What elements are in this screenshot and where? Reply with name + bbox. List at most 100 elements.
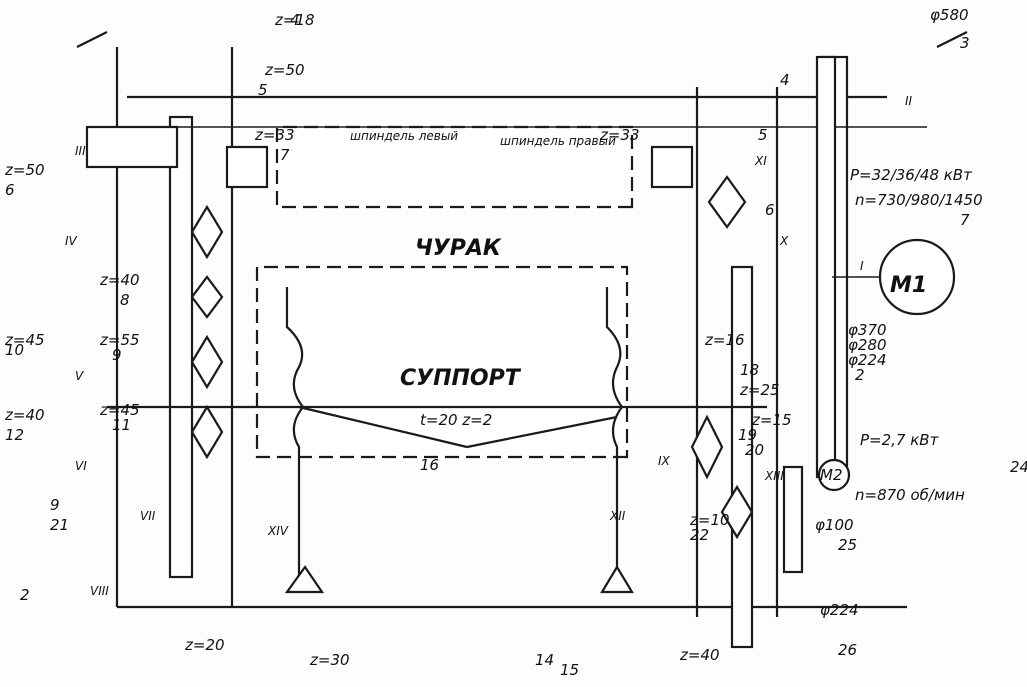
part-16: 16 bbox=[420, 456, 439, 474]
gear-right-1 bbox=[190, 204, 224, 260]
label-z50: z=50 bbox=[264, 61, 305, 79]
left-shaft-housing bbox=[85, 125, 179, 169]
label-z16: z=16 bbox=[704, 331, 745, 349]
gear-right-4 bbox=[190, 404, 224, 460]
part-19: 19 bbox=[738, 426, 757, 444]
m2-label: М2 bbox=[820, 466, 843, 484]
part-10: 10 bbox=[5, 341, 24, 359]
part-25: 25 bbox=[838, 536, 857, 554]
part-6b: 6 bbox=[765, 201, 775, 219]
label-z30: z=30 bbox=[309, 651, 350, 669]
label-z45b: z=45 bbox=[99, 401, 140, 419]
label-d280: φ280 bbox=[848, 336, 887, 354]
label-d100: φ100 bbox=[815, 516, 854, 534]
label-z45: z=45 bbox=[4, 331, 45, 349]
part-15: 15 bbox=[560, 661, 579, 679]
part-4b: 4 bbox=[290, 11, 300, 29]
m1-label: М1 bbox=[890, 273, 927, 298]
roman-VI: VI bbox=[75, 459, 87, 473]
label-d370: φ370 bbox=[848, 321, 887, 339]
part-9: 9 bbox=[112, 346, 122, 364]
part-20: 20 bbox=[745, 441, 764, 459]
screw-left bbox=[605, 287, 624, 587]
label-d224b: φ224 bbox=[820, 601, 859, 619]
gear-left-3 bbox=[720, 484, 754, 540]
part-26: 26 bbox=[838, 641, 857, 659]
part-8: 8 bbox=[120, 291, 130, 309]
part-5b: 5 bbox=[758, 126, 768, 144]
carriage-label: СУППОРТ bbox=[400, 366, 522, 391]
m2-belt bbox=[782, 465, 804, 574]
roman-XIV: XIV bbox=[267, 524, 289, 538]
bevel-gear-left bbox=[600, 564, 634, 594]
label-p2: P=2,7 кВт bbox=[860, 431, 940, 449]
label-z50b: z=50 bbox=[4, 161, 45, 179]
m1-belt-pulley bbox=[815, 55, 837, 479]
roman-IX: IX bbox=[658, 454, 671, 468]
label-z20: z=20 bbox=[184, 636, 225, 654]
label-z25: z=25 bbox=[739, 381, 780, 399]
label-left-screw: шпиндель левый bbox=[350, 129, 458, 143]
roman-IV: IV bbox=[65, 234, 78, 248]
label-z10: z=10 bbox=[689, 511, 730, 529]
part-9b: 9 bbox=[50, 496, 60, 514]
gear-left-2 bbox=[690, 414, 724, 480]
label-z2t: t=20 z=2 bbox=[420, 411, 492, 429]
part-11: 11 bbox=[112, 416, 131, 434]
label-z55: z=55 bbox=[99, 331, 140, 349]
right-shaft bbox=[168, 115, 194, 579]
roman-XIII: XIII bbox=[764, 469, 784, 483]
roman-X: X bbox=[779, 234, 789, 248]
label-z18: z=18 bbox=[274, 11, 315, 29]
label-n2: n=870 об/мин bbox=[855, 486, 965, 504]
frame-stub-2 bbox=[76, 31, 108, 48]
label-z40c: z=40 bbox=[679, 646, 720, 664]
part-22: 22 bbox=[690, 526, 709, 544]
gear-left-1 bbox=[707, 175, 747, 229]
screw-right bbox=[285, 287, 305, 587]
part-3: 3 bbox=[960, 34, 970, 52]
label-z40: z=40 bbox=[99, 271, 140, 289]
label-d580: φ580 bbox=[930, 6, 969, 24]
label-z33b: z=33 bbox=[599, 126, 640, 144]
roman-XI: XI bbox=[754, 154, 767, 168]
part-7: 7 bbox=[280, 146, 290, 164]
gear-right-3 bbox=[190, 334, 224, 390]
label-n1: n=730/980/1450 bbox=[855, 191, 983, 209]
label-z40b: z=40 bbox=[4, 406, 45, 424]
label-d224: φ224 bbox=[848, 351, 887, 369]
part-2: 2 bbox=[20, 586, 30, 604]
label-z15: z=15 bbox=[751, 411, 792, 429]
part-14: 14 bbox=[535, 651, 554, 669]
roman-VIII: VIII bbox=[90, 584, 109, 598]
label-z33: z=33 bbox=[254, 126, 295, 144]
roman-I: I bbox=[860, 259, 864, 273]
part-2b: 2 bbox=[855, 366, 865, 384]
part-6: 6 bbox=[5, 181, 15, 199]
coupling-right bbox=[225, 145, 269, 189]
frame-stub bbox=[936, 31, 968, 48]
part-7b: 7 bbox=[960, 211, 970, 229]
roman-II: II bbox=[905, 94, 913, 108]
roman-XII: XII bbox=[609, 509, 626, 523]
part-24: 24 bbox=[1010, 458, 1027, 476]
part-5: 5 bbox=[258, 81, 268, 99]
roman-VII: VII bbox=[140, 509, 156, 523]
roman-III: III bbox=[75, 144, 86, 158]
coupling-left bbox=[650, 145, 694, 189]
gear-right-2 bbox=[190, 275, 224, 319]
part-21: 21 bbox=[50, 516, 69, 534]
carriage-link-left bbox=[466, 415, 618, 449]
part-4: 4 bbox=[780, 71, 790, 89]
roman-V: V bbox=[75, 369, 84, 383]
chuck-label: ЧУРАК bbox=[415, 236, 502, 261]
carriage-link-right bbox=[298, 405, 468, 449]
motor-m2 bbox=[817, 458, 851, 492]
part-12: 12 bbox=[5, 426, 24, 444]
bevel-gear-right bbox=[284, 565, 325, 594]
label-p1: P=32/36/48 кВт bbox=[850, 166, 973, 184]
carriage-box bbox=[255, 265, 629, 459]
label-right-screw: шпиндель правый bbox=[500, 134, 616, 148]
